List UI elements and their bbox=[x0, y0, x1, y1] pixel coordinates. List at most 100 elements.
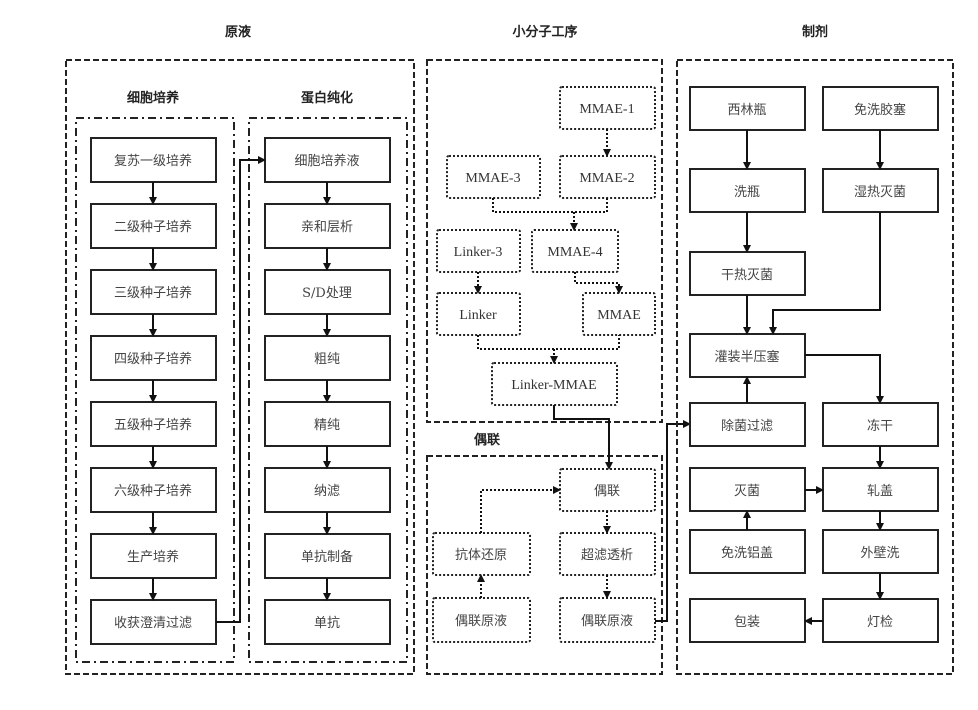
step-label: 五级种子培养 bbox=[114, 417, 192, 433]
node-label: 干热灭菌 bbox=[721, 268, 773, 283]
node-antibody-reduction: 抗体还原 bbox=[432, 532, 531, 576]
node-lyophilize: 冻干 bbox=[822, 402, 939, 447]
node-al-cap: 免洗铝盖 bbox=[689, 529, 806, 574]
node-uf-df: 超滤透析 bbox=[559, 532, 656, 576]
conjugation-arrows bbox=[477, 486, 611, 599]
section-title-small-molecule: 小分子工序 bbox=[512, 24, 577, 40]
cell-culture-frame bbox=[75, 117, 235, 663]
step-box: 纳滤 bbox=[264, 467, 391, 513]
step-label: 粗纯 bbox=[314, 352, 340, 367]
step-box: 三级种子培养 bbox=[90, 269, 217, 315]
node-label: 湿热灭菌 bbox=[854, 185, 906, 200]
stock-frame bbox=[65, 59, 415, 675]
node-label: 灯检 bbox=[867, 615, 893, 630]
node-label: MMAE bbox=[597, 308, 641, 323]
node-label: 除菌过滤 bbox=[721, 419, 773, 434]
node-capping: 轧盖 bbox=[822, 467, 939, 512]
section-title-conjugation: 偶联 bbox=[474, 432, 500, 448]
step-label: S/D处理 bbox=[302, 286, 352, 301]
flow-arrow bbox=[805, 354, 884, 404]
connector-linker-mmae-to-conjugate bbox=[553, 405, 613, 470]
node-label: 偶联原液 bbox=[455, 614, 507, 629]
step-label: 六级种子培养 bbox=[114, 483, 192, 499]
node-label: 免洗铝盖 bbox=[721, 546, 773, 561]
small-molecule-frame bbox=[426, 59, 663, 423]
node-label: Linker bbox=[459, 308, 497, 323]
node-outer-wash: 外壁洗 bbox=[822, 529, 939, 574]
node-label: 灌装半压塞 bbox=[714, 349, 779, 365]
node-label: 免洗胶塞 bbox=[854, 102, 906, 118]
formulation-frame bbox=[676, 59, 954, 675]
node-mmae-2: MMAE-2 bbox=[559, 155, 656, 199]
step-box: 复苏一级培养 bbox=[90, 137, 217, 183]
connector-conj-bulk-to-sterile-filter bbox=[655, 420, 691, 622]
node-label: 超滤透析 bbox=[581, 548, 633, 563]
node-inspection: 灯检 bbox=[822, 598, 939, 643]
node-packaging: 包装 bbox=[689, 598, 806, 643]
node-label: MMAE-1 bbox=[579, 102, 634, 117]
step-box: 生产培养 bbox=[90, 533, 217, 579]
flow-arrow bbox=[574, 272, 623, 294]
merge-connector bbox=[477, 335, 620, 350]
step-label: 亲和层析 bbox=[301, 220, 353, 235]
step-box: 亲和层析 bbox=[264, 203, 391, 249]
step-box: 细胞培养液 bbox=[264, 137, 391, 183]
node-linker-mmae: Linker-MMAE bbox=[491, 362, 618, 406]
step-label: 单抗 bbox=[314, 616, 340, 631]
protein-purification-frame bbox=[248, 117, 408, 663]
step-box: 单抗 bbox=[264, 599, 391, 645]
subsection-title-cell-culture: 细胞培养 bbox=[127, 90, 180, 106]
node-dry-heat: 干热灭菌 bbox=[689, 251, 806, 296]
step-box: 二级种子培养 bbox=[90, 203, 217, 249]
step-label: 二级种子培养 bbox=[114, 219, 192, 235]
node-label: Linker-3 bbox=[454, 245, 503, 260]
node-label: MMAE-3 bbox=[465, 171, 520, 186]
node-label: 包装 bbox=[734, 615, 760, 630]
flow-arrow bbox=[480, 486, 561, 533]
flow-arrow bbox=[769, 212, 881, 335]
step-label: 收获澄清过滤 bbox=[114, 616, 192, 631]
connector-harvest-to-culture-fluid bbox=[216, 156, 266, 623]
node-mmae-4: MMAE-4 bbox=[531, 229, 619, 273]
node-stopper: 免洗胶塞 bbox=[822, 86, 939, 131]
node-vial: 西林瓶 bbox=[689, 86, 806, 131]
node-fill: 灌装半压塞 bbox=[689, 333, 806, 378]
node-label: 抗体还原 bbox=[455, 548, 507, 563]
subsection-title-protein-purification: 蛋白纯化 bbox=[301, 90, 353, 106]
node-mmae: MMAE bbox=[582, 292, 656, 336]
node-label: Linker-MMAE bbox=[511, 378, 596, 393]
step-box: 四级种子培养 bbox=[90, 335, 217, 381]
step-box: S/D处理 bbox=[264, 269, 391, 315]
formulation-arrows bbox=[743, 130, 884, 625]
small-molecule-nodes: MMAE-1 MMAE-3 MMAE-2 Linker-3 MMAE-4 Lin… bbox=[436, 86, 656, 406]
cell-culture-steps: 复苏一级培养 二级种子培养 三级种子培养 四级种子培养 五级种子培养 六级种子培… bbox=[90, 137, 217, 645]
step-box: 六级种子培养 bbox=[90, 467, 217, 513]
section-title-stock: 原液 bbox=[225, 24, 251, 40]
node-linker: Linker bbox=[436, 292, 521, 336]
step-label: 复苏一级培养 bbox=[114, 153, 192, 169]
node-sterilize: 灭菌 bbox=[689, 467, 806, 512]
node-mmae-1: MMAE-1 bbox=[559, 86, 656, 130]
node-conj-bulk-right: 偶联原液 bbox=[559, 597, 656, 643]
node-linker-3: Linker-3 bbox=[436, 229, 521, 273]
small-molecule-arrows bbox=[474, 129, 623, 364]
step-label: 单抗制备 bbox=[301, 549, 353, 565]
node-sterile-filter: 除菌过滤 bbox=[689, 402, 806, 447]
node-label: MMAE-2 bbox=[579, 171, 634, 186]
node-label: 西林瓶 bbox=[727, 103, 766, 118]
step-label: 细胞培养液 bbox=[294, 153, 359, 169]
node-label: MMAE-4 bbox=[547, 245, 602, 260]
section-title-formulation: 制剂 bbox=[802, 24, 828, 40]
step-box: 五级种子培养 bbox=[90, 401, 217, 447]
protein-purification-steps: 细胞培养液 亲和层析 S/D处理 粗纯 精纯 纳滤 单抗制备 单抗 bbox=[264, 137, 391, 645]
conjugation-frame bbox=[426, 455, 663, 675]
step-box: 收获澄清过滤 bbox=[90, 599, 217, 645]
step-box: 精纯 bbox=[264, 401, 391, 447]
step-label: 生产培养 bbox=[127, 549, 179, 565]
node-conj-bulk-left: 偶联原液 bbox=[432, 597, 531, 643]
node-mmae-3: MMAE-3 bbox=[446, 155, 541, 199]
node-label: 轧盖 bbox=[867, 484, 893, 499]
node-conjugate: 偶联 bbox=[559, 468, 656, 512]
step-label: 纳滤 bbox=[314, 484, 340, 499]
